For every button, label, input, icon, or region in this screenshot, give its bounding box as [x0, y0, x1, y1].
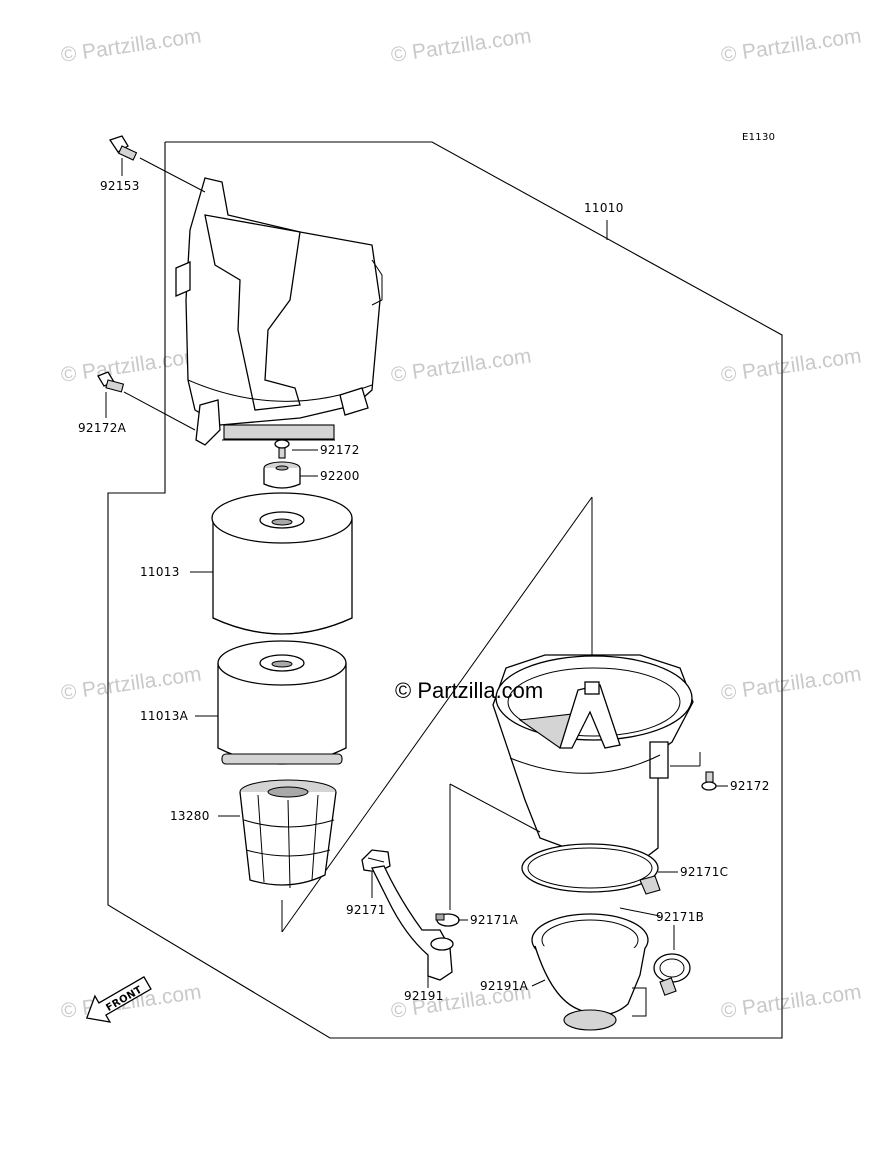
callout-92171C: 92171C: [680, 865, 728, 879]
callout-92153: 92153: [100, 179, 140, 193]
watermark: © Partzilla.com: [389, 24, 532, 66]
callout-92172: 92172: [320, 443, 360, 457]
filter-element-11013A: [217, 640, 347, 765]
leader-line: [139, 157, 206, 193]
watermark-layer: © Partzilla.com © Partzilla.com © Partzi…: [59, 24, 862, 1022]
center-watermark: © Partzilla.com: [395, 678, 543, 703]
nut-92200: [263, 461, 301, 489]
filter-cage-13280: [239, 779, 337, 889]
callout-11013: 11013: [140, 565, 180, 579]
callout-92171A: 92171A: [470, 913, 519, 927]
hose-92191: [371, 865, 454, 981]
callout-92200: 92200: [320, 469, 360, 483]
watermark: © Partzilla.com: [389, 344, 532, 386]
watermark: © Partzilla.com: [719, 24, 862, 66]
clamp-92171A: [435, 913, 460, 927]
air-cleaner-cover: [175, 177, 383, 446]
bolt-92153: [108, 135, 138, 161]
watermark: © Partzilla.com: [59, 662, 202, 704]
divider-line: [281, 496, 593, 933]
screw-92172: [274, 439, 290, 459]
callout-11010: 11010: [584, 201, 624, 215]
assembly-frame: [107, 141, 783, 1039]
callout-11013A: 11013A: [140, 709, 189, 723]
callout-92191: 92191: [404, 989, 444, 1003]
bolt-92172A: [97, 371, 125, 393]
leader-line: [449, 783, 541, 833]
leader-line: [531, 979, 546, 987]
watermark: © Partzilla.com: [59, 344, 202, 386]
callout-92171: 92171: [346, 903, 386, 917]
filter-element-11013: [211, 492, 353, 635]
clamp-band-92171C: [521, 843, 661, 895]
callout-92191A: 92191A: [480, 979, 529, 993]
diagram-code: E1130: [742, 132, 775, 143]
callout-92172A: 92172A: [78, 421, 127, 435]
leader-line: [123, 391, 196, 431]
air-cleaner-housing: [492, 654, 694, 863]
watermark: © Partzilla.com: [719, 980, 862, 1022]
callout-92171B: 92171B: [656, 910, 704, 924]
screw-92172-right: [701, 771, 717, 791]
watermark: © Partzilla.com: [719, 344, 862, 386]
callout-92172-right: 92172: [730, 779, 770, 793]
callout-13280: 13280: [170, 809, 210, 823]
duct-92191A: [531, 913, 649, 1031]
leader-line: [619, 907, 661, 917]
watermark: © Partzilla.com: [719, 662, 862, 704]
watermark: © Partzilla.com: [59, 24, 202, 66]
clamp-92171B: [653, 953, 691, 996]
